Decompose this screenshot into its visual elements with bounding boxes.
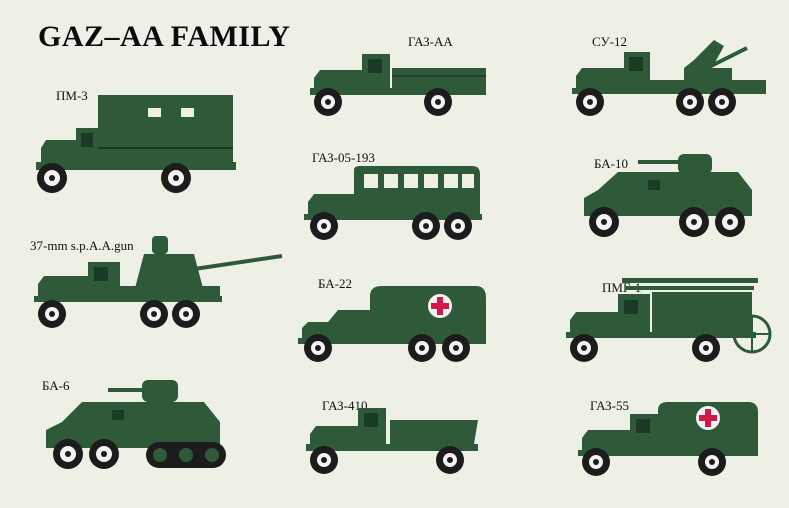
vehicle-label-gaz05193: ГАЗ-05-193 <box>312 150 375 165</box>
half-track-armored-car-icon <box>42 376 230 472</box>
vehicle-label-ba22: БА-22 <box>318 276 353 291</box>
fire-truck-icon <box>566 274 776 366</box>
cargo-truck-icon <box>310 50 488 118</box>
vehicle-label-gaz55: ГАЗ-55 <box>590 398 630 413</box>
aa-gun-truck-icon <box>34 232 284 332</box>
ambulance-icon <box>298 284 488 366</box>
page-title: GAZ–AA FAMILY <box>38 20 291 53</box>
van-truck-icon <box>36 90 236 195</box>
dump-truck-icon <box>306 404 484 476</box>
vehicle-label-ba6: БА-6 <box>42 378 70 393</box>
vehicle-label-pm3: ПМ-3 <box>56 88 88 103</box>
vehicle-label-gaz-aa: ГАЗ-АА <box>408 34 453 49</box>
vehicle-label-su12: СУ-12 <box>592 34 628 49</box>
vehicle-label-pmg1: ПМГ-1 <box>602 280 642 295</box>
bus-icon <box>304 164 484 244</box>
vehicle-label-aa-gun: 37-mm s.p.A.A.gun <box>30 238 134 253</box>
armored-car-icon <box>578 150 758 240</box>
vehicle-label-gaz410: ГАЗ-410 <box>322 398 368 413</box>
vehicle-label-ba10: БА-10 <box>594 156 629 171</box>
ambulance-truck-icon <box>578 400 760 478</box>
sp-gun-truck-icon <box>572 40 768 118</box>
